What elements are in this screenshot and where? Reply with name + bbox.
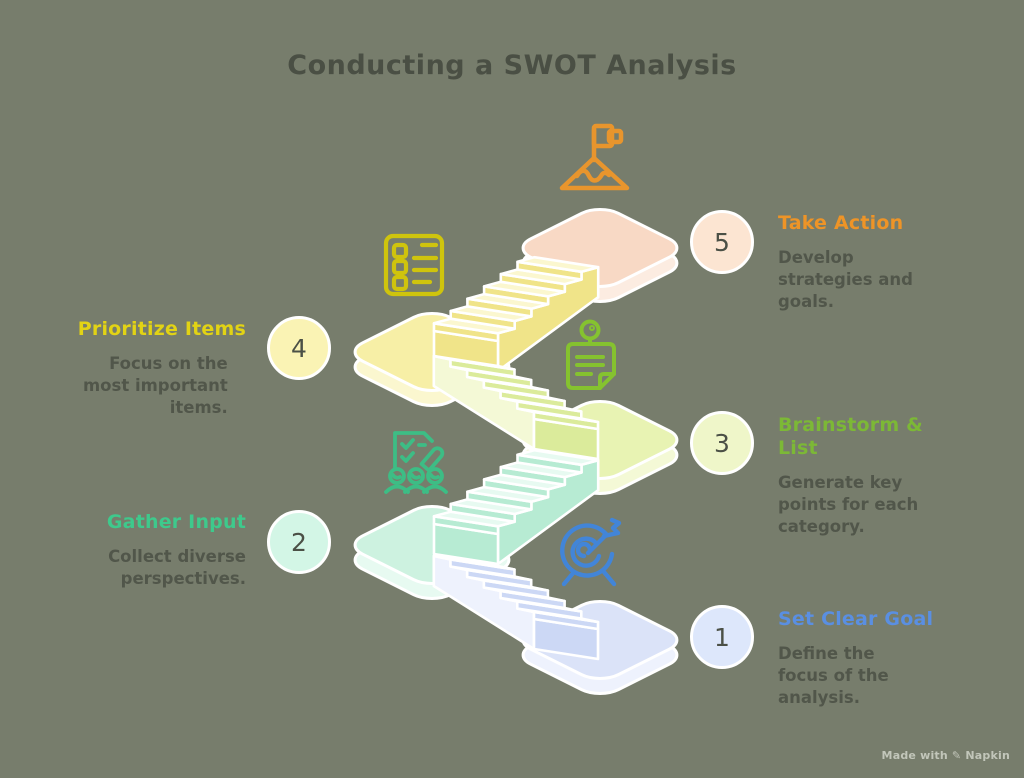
step-2-number: 2 xyxy=(291,527,307,557)
page-title: Conducting a SWOT Analysis xyxy=(287,50,737,81)
step-4-badge: 4 xyxy=(267,316,331,380)
step-3-description: Generate key points for each category. xyxy=(778,473,919,537)
list-icon xyxy=(378,226,450,304)
step-4-heading: Prioritize Items xyxy=(77,318,246,340)
step-2-description: Collect diverse perspectives. xyxy=(108,547,246,589)
note-icon xyxy=(556,316,628,398)
step-1-description: Define the focus of the analysis. xyxy=(778,644,889,708)
step-5-description: Develop strategies and goals. xyxy=(778,248,913,312)
step-1-text: Set Clear Goal Define the focus of the a… xyxy=(778,608,933,709)
step-3-number: 3 xyxy=(714,428,730,458)
step-1-heading: Set Clear Goal xyxy=(778,608,934,630)
step-2-text: Gather Input Collect diverse perspective… xyxy=(96,511,246,590)
target-icon xyxy=(548,510,632,594)
step-4-text: Prioritize Items Focus on the most impor… xyxy=(78,318,246,419)
step-1-badge: 1 xyxy=(690,605,754,669)
step-2-badge: 2 xyxy=(267,510,331,574)
step-5-heading: Take Action xyxy=(778,212,904,234)
step-3-text: Brainstorm & List Generate key points fo… xyxy=(778,414,938,538)
step-4-number: 4 xyxy=(291,333,307,363)
step-3-badge: 3 xyxy=(690,411,754,475)
step-1-number: 1 xyxy=(714,622,730,652)
step-5-badge: 5 xyxy=(690,210,754,274)
step-5-number: 5 xyxy=(714,227,730,257)
step-4-description: Focus on the most important items. xyxy=(82,354,228,418)
step-3-heading: Brainstorm & List xyxy=(778,414,923,460)
team-icon xyxy=(383,418,453,496)
mountain-flag-icon xyxy=(552,112,636,196)
watermark: Made with ✎ Napkin xyxy=(881,749,1010,762)
step-5-text: Take Action Develop strategies and goals… xyxy=(778,212,918,313)
step-2-heading: Gather Input xyxy=(106,511,246,533)
